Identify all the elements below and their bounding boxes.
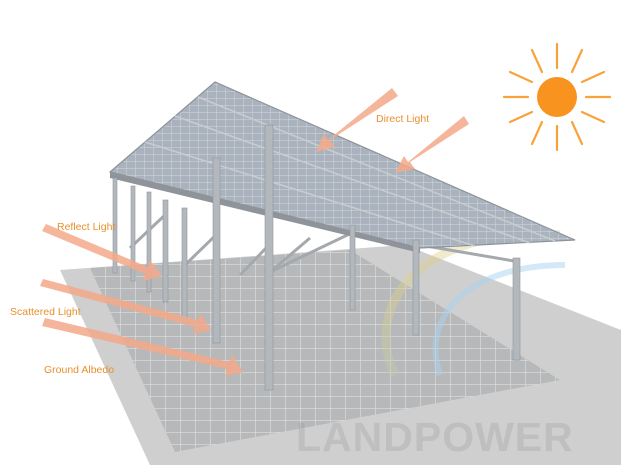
light-glow-arc <box>432 262 566 376</box>
sun-icon <box>502 42 612 152</box>
reflect-light-label: Reflect Light <box>57 221 116 233</box>
roof-rails <box>144 96 556 247</box>
panel-shadow <box>90 250 560 452</box>
scattered-light-arrow <box>40 279 211 334</box>
ground-albedo-label: Ground Albedo <box>44 364 115 376</box>
brand-watermark: LANDPOWER <box>296 414 574 460</box>
direct-light-arrow-2 <box>395 116 469 173</box>
direct-light-arrow-1 <box>316 88 398 152</box>
support-posts <box>112 124 521 391</box>
ground-albedo-arrow <box>42 318 243 376</box>
solar-panel-roof <box>108 81 576 249</box>
reflect-light-arrow <box>42 224 162 281</box>
scattered-light-label: Scattered Light <box>10 306 81 318</box>
light-arrows <box>40 88 469 376</box>
direct-light-label: Direct Light <box>376 113 430 125</box>
